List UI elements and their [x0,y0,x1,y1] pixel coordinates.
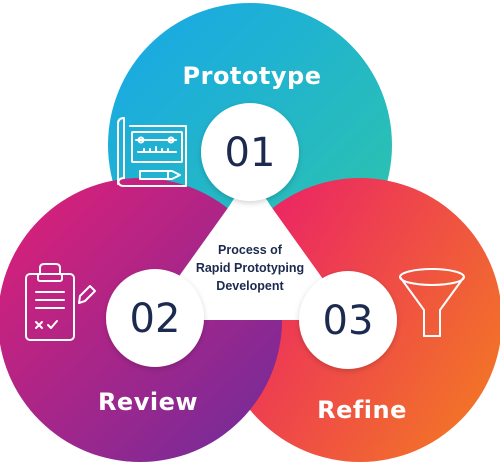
step-01-badge: 01 [201,103,299,201]
center-text-line-1: Process of [218,243,283,257]
step-03-badge: 03 [299,271,397,369]
prototype-heading: Prototype [183,62,322,90]
review-heading: Review [98,388,198,416]
step-02-number: 02 [130,296,181,342]
funnel-icon [399,268,465,337]
center-text-line-2: Rapid Prototyping [196,261,304,275]
step-02-badge: 02 [106,269,204,367]
step-03-number: 03 [323,298,374,344]
center-text-line-3: Developent [216,279,284,293]
center-triangle [159,190,341,320]
refine-heading: Refine [317,396,407,424]
blueprint-icon [117,117,187,187]
step-01-number: 01 [225,130,276,176]
clipboard-checklist-icon [25,263,96,341]
